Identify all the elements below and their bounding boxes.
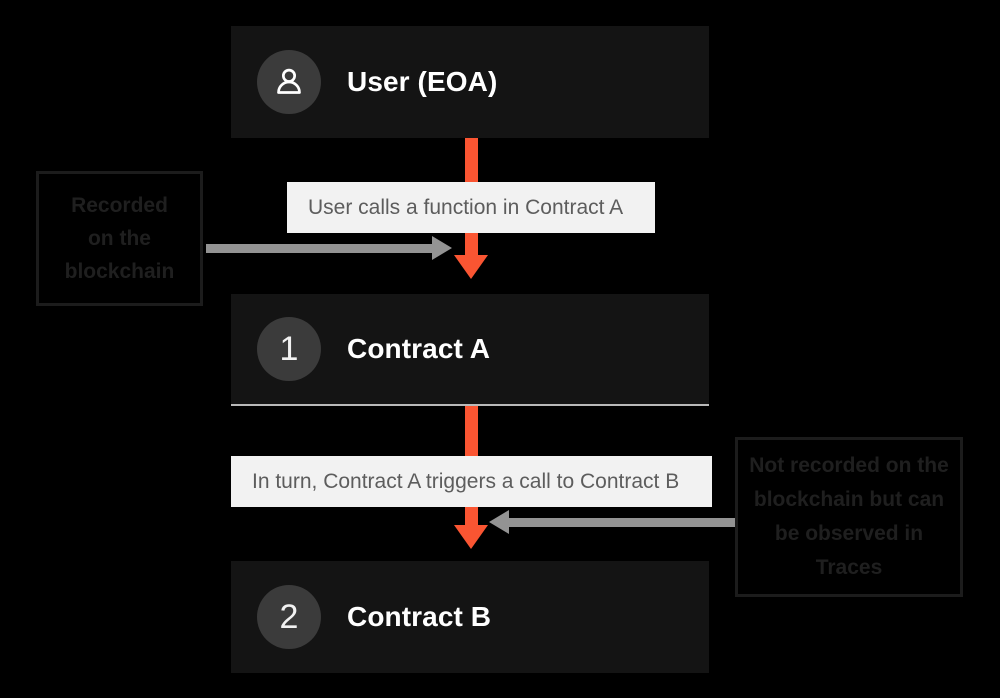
annotation-line: Recorded bbox=[71, 194, 168, 217]
person-icon bbox=[257, 50, 321, 114]
node-contract-b[interactable]: 2 Contract B bbox=[231, 561, 709, 673]
edge-label-user-calls-function: User calls a function in Contract A bbox=[287, 182, 655, 233]
annotation-not-recorded-traces: Not recorded on the blockchain but can b… bbox=[735, 437, 963, 597]
annotation-pointer-left bbox=[206, 236, 452, 260]
edge-label-contract-a-triggers-call: In turn, Contract A triggers a call to C… bbox=[231, 456, 712, 507]
annotation-text: Recorded on the blockchain bbox=[65, 189, 175, 288]
node-contract-a[interactable]: 1 Contract A bbox=[231, 294, 709, 406]
step-number-badge: 1 bbox=[257, 317, 321, 381]
annotation-line: Not recorded on the bbox=[749, 454, 949, 477]
annotation-pointer-right bbox=[489, 510, 735, 534]
node-user-eoa[interactable]: User (EOA) bbox=[231, 26, 709, 138]
pointer-shaft bbox=[206, 244, 434, 253]
node-label: Contract B bbox=[347, 601, 492, 632]
step-number-badge: 2 bbox=[257, 585, 321, 649]
arrow-head-left-icon bbox=[489, 510, 509, 534]
pointer-shaft bbox=[507, 518, 735, 527]
annotation-line: blockchain bbox=[64, 260, 175, 283]
annotation-line: Traces bbox=[815, 556, 883, 579]
node-label: User (EOA) bbox=[347, 66, 498, 97]
annotation-recorded-on-blockchain: Recorded on the blockchain bbox=[36, 171, 203, 306]
annotation-line: be observed in bbox=[774, 522, 924, 545]
node-label: Contract A bbox=[347, 333, 491, 364]
arrow-head-down-icon bbox=[454, 255, 488, 279]
annotation-text: Not recorded on the blockchain but can b… bbox=[749, 449, 949, 585]
annotation-line: blockchain but can bbox=[753, 488, 945, 511]
arrow-head-down-icon bbox=[454, 525, 488, 549]
arrow-head-right-icon bbox=[432, 236, 452, 260]
annotation-line: on the bbox=[87, 227, 151, 250]
